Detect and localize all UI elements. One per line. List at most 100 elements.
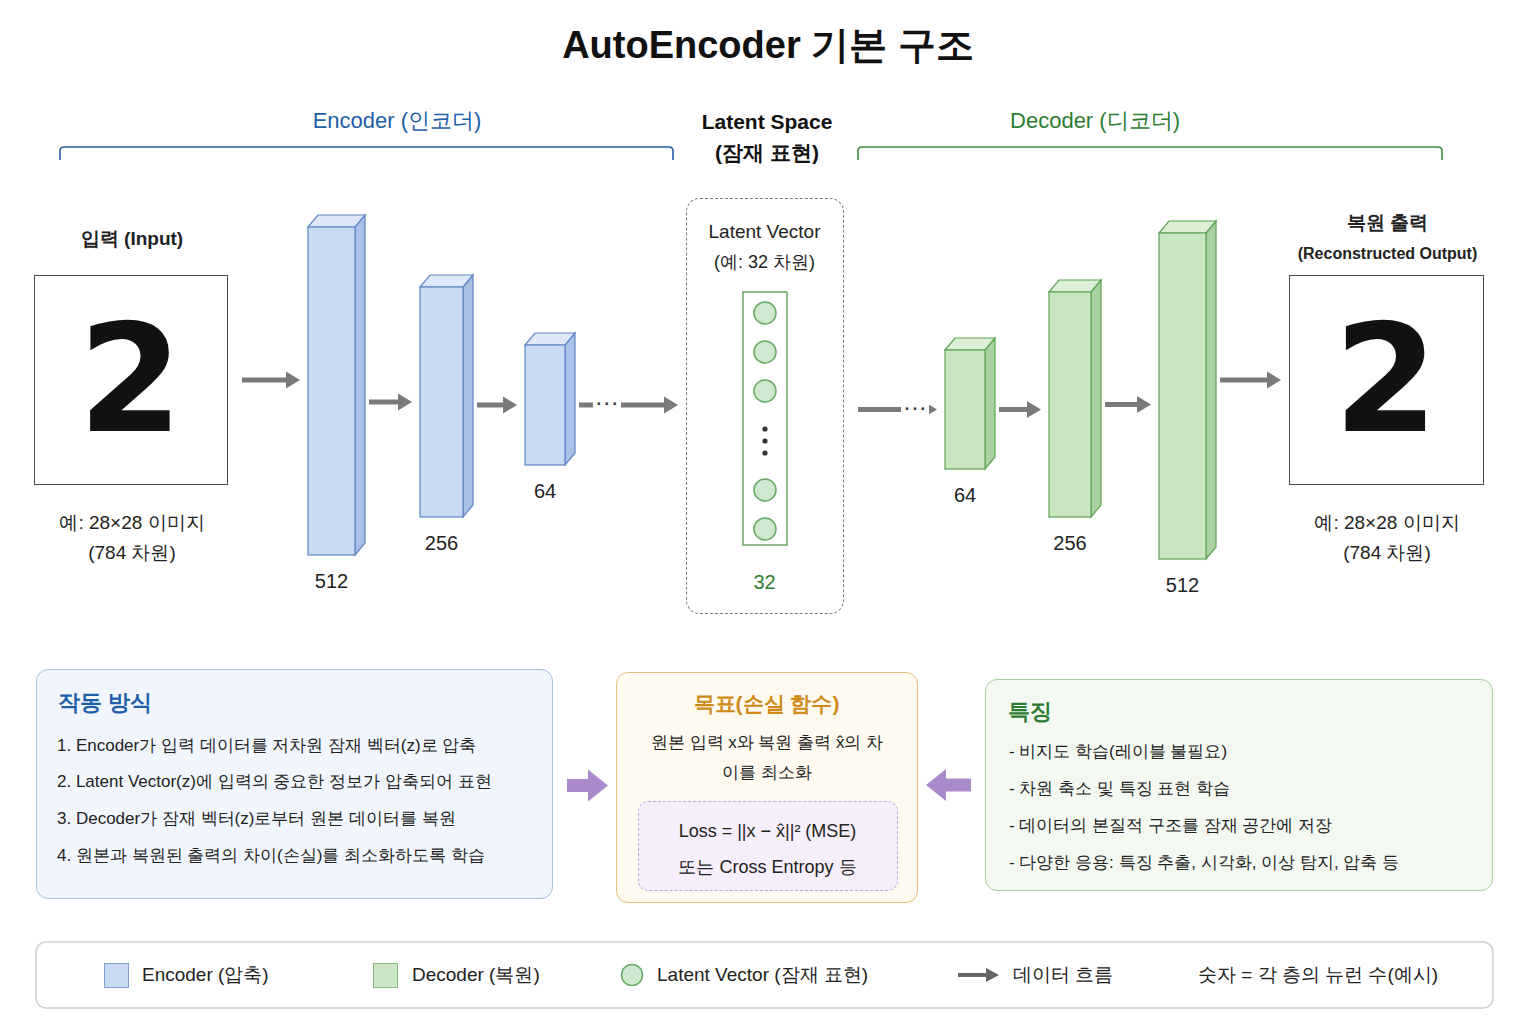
ellipsis-dot bbox=[762, 438, 767, 443]
loss-formula: Loss = ||x − x̂||² (MSE) bbox=[639, 818, 896, 844]
list-item: - 데이터의 본질적 구조를 잠재 공간에 저장 bbox=[1009, 813, 1332, 839]
latent-vector-frame bbox=[743, 292, 787, 545]
legend-text: Decoder (복원) bbox=[412, 963, 540, 987]
encoder-layer-bar: 64 bbox=[525, 345, 565, 465]
arrow-shaft bbox=[1105, 402, 1138, 407]
list-item: 3. Decoder가 잠재 벡터(z)로부터 원본 데이터를 복원 bbox=[57, 806, 456, 832]
bar-front-face bbox=[525, 345, 565, 465]
neuron-count: 64 bbox=[920, 483, 1010, 507]
section-label: Latent Space (잠재 표현) bbox=[687, 106, 847, 168]
digit-glyph: 2 bbox=[1290, 276, 1482, 486]
arrow-shaft bbox=[477, 403, 504, 408]
decoder-layer-bar: 512 bbox=[1159, 233, 1206, 559]
encoder-layer-bar: 512 bbox=[308, 227, 355, 555]
bar-3d-shape bbox=[525, 333, 576, 466]
latent-unit bbox=[754, 302, 776, 324]
legend-swatch bbox=[373, 963, 398, 988]
bar-side-face bbox=[355, 215, 365, 555]
panel-body: 원본 입력 x와 복원 출력 x̂의 차이를 최소화 bbox=[647, 728, 887, 788]
bar-top-face bbox=[420, 275, 473, 287]
arrow-shaft bbox=[999, 407, 1028, 412]
bar-top-face bbox=[1049, 280, 1101, 292]
list-item: - 다양한 응용: 특징 추출, 시각화, 이상 탐지, 압축 등 bbox=[1009, 850, 1399, 876]
legend-circle-sample bbox=[620, 963, 644, 987]
bar-top-face bbox=[525, 333, 575, 345]
bar-top-face bbox=[308, 215, 365, 227]
arrow-head bbox=[1267, 372, 1281, 389]
bar-side-face bbox=[1091, 280, 1101, 517]
arrow-head bbox=[588, 770, 608, 802]
encoder-bracket bbox=[60, 147, 673, 160]
latent-unit bbox=[754, 479, 776, 501]
loss-formula-box: Loss = ||x − x̂||² (MSE) 또는 Cross Entropy… bbox=[638, 801, 898, 891]
image-caption: 예: 28×28 이미지 (784 차원) bbox=[1297, 508, 1477, 568]
section-label: Encoder (인코더) bbox=[247, 107, 547, 135]
bar-3d-shape bbox=[308, 215, 366, 556]
list-item: - 비지도 학습(레이블 불필요) bbox=[1009, 739, 1227, 765]
arrow-head bbox=[1137, 396, 1151, 413]
bar-3d-shape bbox=[1049, 280, 1102, 518]
panel-heading: 작동 방식 bbox=[58, 689, 152, 717]
neuron-count: 512 bbox=[283, 569, 380, 593]
edge-label: ··· bbox=[593, 390, 621, 414]
legend-text: 숫자 = 각 층의 뉴런 수(예시) bbox=[1198, 963, 1438, 987]
bar-side-face bbox=[985, 338, 995, 469]
arrow-shaft bbox=[369, 400, 399, 405]
legend-text: Latent Vector (잠재 표현) bbox=[657, 963, 868, 987]
input-image-box: 입력 (Input)2예: 28×28 이미지 (784 차원) bbox=[34, 275, 228, 485]
arrow-shaft bbox=[1220, 378, 1268, 383]
flow-arrow bbox=[369, 394, 412, 411]
neuron-count: 256 bbox=[395, 531, 488, 555]
latent-note: (예: 32 차원) bbox=[687, 250, 842, 274]
feature-panel: 특징 - 비지도 학습(레이블 불필요) - 차원 축소 및 특징 표현 학습 - 데… bbox=[985, 679, 1493, 891]
arrow-shaft bbox=[567, 779, 589, 792]
legend-arrow-sample bbox=[958, 966, 1000, 984]
legend-text: Encoder (압축) bbox=[142, 963, 269, 987]
latent-unit bbox=[754, 380, 776, 402]
flow-arrow bbox=[567, 770, 608, 802]
latent-title: Latent Vector bbox=[687, 220, 842, 244]
panel-heading: 특징 bbox=[1008, 698, 1052, 726]
loss-alternative: 또는 Cross Entropy 등 bbox=[639, 854, 896, 880]
legend-arrow-line bbox=[958, 973, 988, 977]
bar-side-face bbox=[463, 275, 473, 517]
panel-heading: 목표(손실 함수) bbox=[617, 690, 916, 718]
output-label: 복원 출력 bbox=[1250, 211, 1525, 235]
neuron-count: 64 bbox=[500, 479, 590, 503]
decoder-layer-bar: 64 bbox=[945, 350, 985, 469]
bar-front-face bbox=[945, 350, 985, 469]
bar-side-face bbox=[565, 333, 575, 465]
list-item: - 차원 축소 및 특징 표현 학습 bbox=[1009, 776, 1230, 802]
neuron-count: 256 bbox=[1024, 531, 1116, 555]
section-label: Decoder (디코더) bbox=[945, 107, 1245, 135]
legend-text: 데이터 흐름 bbox=[1013, 963, 1113, 987]
arrow-head bbox=[398, 394, 412, 411]
edge-label: ··· bbox=[901, 395, 929, 419]
decoder-bracket bbox=[858, 147, 1442, 160]
arrow-shaft bbox=[945, 779, 971, 792]
legend-arrow-head bbox=[986, 968, 999, 982]
image-caption: 예: 28×28 이미지 (784 차원) bbox=[42, 508, 222, 568]
bar-front-face bbox=[308, 227, 355, 555]
legend-swatch bbox=[104, 963, 129, 988]
objective-panel: 목표(손실 함수) 원본 입력 x와 복원 출력 x̂의 차이를 최소화 Loss … bbox=[616, 672, 918, 903]
flow-arrow bbox=[999, 401, 1041, 418]
bar-front-face bbox=[1049, 292, 1091, 517]
latent-dimension: 32 bbox=[687, 570, 842, 594]
arrow-head bbox=[664, 397, 678, 414]
latent-unit bbox=[754, 341, 776, 363]
arrow-head bbox=[503, 397, 517, 414]
decoder-layer-bar: 256 bbox=[1049, 292, 1091, 517]
digit-glyph: 2 bbox=[35, 276, 226, 486]
bar-top-face bbox=[945, 338, 995, 350]
info-panel: 작동 방식1. Encoder가 입력 데이터를 저차원 잠재 벡터(z)로 압… bbox=[36, 669, 553, 899]
flow-arrow bbox=[477, 397, 517, 414]
arrow-head bbox=[286, 372, 300, 389]
neuron-count: 512 bbox=[1134, 573, 1231, 597]
bar-side-face bbox=[1206, 221, 1216, 559]
bar-front-face bbox=[420, 287, 463, 517]
output-sublabel: (Reconstructed Output) bbox=[1250, 243, 1525, 265]
flow-arrow bbox=[1220, 372, 1281, 389]
encoder-layer-bar: 256 bbox=[420, 287, 463, 517]
input-label: 입력 (Input) bbox=[0, 227, 269, 251]
